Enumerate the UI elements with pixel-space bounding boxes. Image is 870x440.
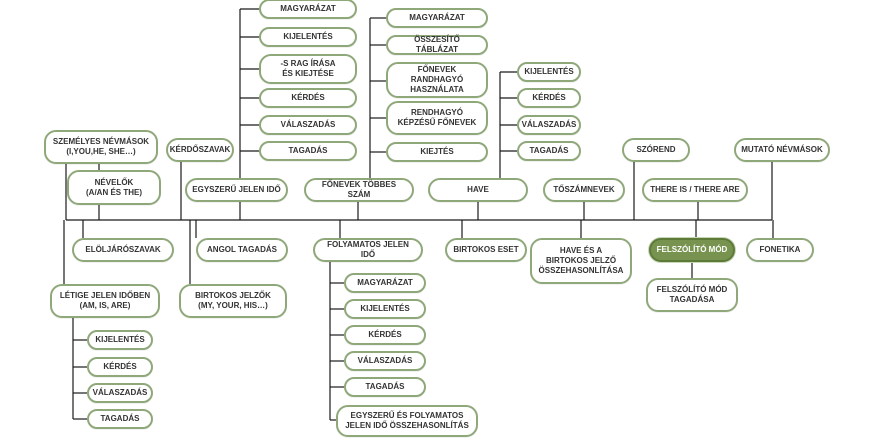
node-have[interactable]: HAVE bbox=[428, 178, 528, 202]
node-angol-tagadas[interactable]: ANGOL TAGADÁS bbox=[196, 238, 288, 262]
node-tagadas-3[interactable]: TAGADÁS bbox=[87, 409, 153, 429]
node-kiejtes[interactable]: KIEJTÉS bbox=[386, 142, 488, 162]
node-valaszadas-4[interactable]: VÁLASZADÁS bbox=[344, 351, 426, 371]
node-kijelentes-3[interactable]: KIJELENTÉS bbox=[87, 330, 153, 350]
node-kijelentes-1[interactable]: KIJELENTÉS bbox=[259, 27, 357, 47]
node-rendhagyo-kepzesu[interactable]: RENDHAGYÓ KÉPZÉSŰ FŐNEVEK bbox=[386, 101, 488, 135]
node-egyszeru-jelen-ido[interactable]: EGYSZERŰ JELEN IDŐ bbox=[185, 178, 288, 202]
node-there-is-there-are[interactable]: THERE IS / THERE ARE bbox=[642, 178, 748, 202]
node-kerdes-2[interactable]: KÉRDÉS bbox=[517, 88, 581, 108]
node-kijelentes-4[interactable]: KIJELENTÉS bbox=[344, 299, 426, 319]
node-valaszadas-1[interactable]: VÁLASZADÁS bbox=[259, 115, 357, 135]
node-felszolito-mod[interactable]: FELSZÓLÍTÓ MÓD bbox=[649, 238, 735, 262]
node-tagadas-2[interactable]: TAGADÁS bbox=[517, 141, 581, 161]
node-valaszadas-2[interactable]: VÁLASZADÁS bbox=[517, 115, 581, 135]
node-nevelok[interactable]: NÉVELŐK (A/AN ÉS THE) bbox=[67, 170, 161, 205]
node-folyamatos-jelen-ido[interactable]: FOLYAMATOS JELEN IDŐ bbox=[313, 238, 423, 262]
node-magyarazat-2[interactable]: MAGYARÁZAT bbox=[386, 8, 488, 28]
node-kijelentes-2[interactable]: KIJELENTÉS bbox=[517, 62, 581, 82]
node-szemelyes-nevmasok[interactable]: SZEMÉLYES NÉVMÁSOK (I,YOU,HE, SHE…) bbox=[44, 130, 158, 164]
node-s-rag[interactable]: -S RAG ÍRÁSA ÉS KIEJTÉSE bbox=[259, 54, 357, 84]
node-mutato-nevmasok[interactable]: MUTATÓ NÉVMÁSOK bbox=[734, 138, 830, 162]
node-szorend[interactable]: SZÓREND bbox=[622, 138, 690, 162]
node-fonevek-randhagyo[interactable]: FŐNEVEK RANDHAGYÓ HASZNÁLATA bbox=[386, 62, 488, 98]
node-birtokos-eset[interactable]: BIRTOKOS ESET bbox=[445, 238, 527, 262]
node-kerdes-1[interactable]: KÉRDÉS bbox=[259, 88, 357, 108]
node-kerdes-4[interactable]: KÉRDÉS bbox=[344, 325, 426, 345]
node-birtokos-jelzok[interactable]: BIRTOKOS JELZŐK (MY, YOUR, HIS…) bbox=[179, 284, 287, 318]
node-fonetika[interactable]: FONETIKA bbox=[746, 238, 814, 262]
node-felszolito-mod-tagadasa[interactable]: FELSZÓLÍTÓ MÓD TAGADÁSA bbox=[646, 278, 738, 312]
node-eloljaroszavak[interactable]: ELÖLJÁRÓSZAVAK bbox=[72, 238, 174, 262]
node-osszesito-tablazat[interactable]: ÖSSZESÍTŐ TÁBLÁZAT bbox=[386, 35, 488, 55]
node-tagadas-1[interactable]: TAGADÁS bbox=[259, 141, 357, 161]
node-letige-jelen-idoben[interactable]: LÉTIGE JELEN IDŐBEN (AM, IS, ARE) bbox=[50, 284, 160, 318]
node-magyarazat-4[interactable]: MAGYARÁZAT bbox=[344, 273, 426, 293]
node-magyarazat-1[interactable]: MAGYARÁZAT bbox=[259, 0, 357, 19]
node-fonevek-tobbes-szam[interactable]: FŐNEVEK TÖBBES SZÁM bbox=[304, 178, 414, 202]
node-kerdoszavak[interactable]: KÉRDŐSZAVAK bbox=[166, 138, 234, 162]
node-valaszadas-3[interactable]: VÁLASZADÁS bbox=[87, 383, 153, 403]
node-egyszeru-es-folyamatos[interactable]: EGYSZERŰ ÉS FOLYAMATOS JELEN IDŐ ÖSSZEHA… bbox=[336, 405, 478, 437]
node-toszamnevek[interactable]: TŐSZÁMNEVEK bbox=[543, 178, 625, 202]
node-tagadas-4[interactable]: TAGADÁS bbox=[344, 377, 426, 397]
node-have-es-a-birtokos[interactable]: HAVE ÉS A BIRTOKOS JELZŐ ÖSSZEHASONLÍTÁS… bbox=[530, 238, 632, 284]
node-kerdes-3[interactable]: KÉRDÉS bbox=[87, 357, 153, 377]
